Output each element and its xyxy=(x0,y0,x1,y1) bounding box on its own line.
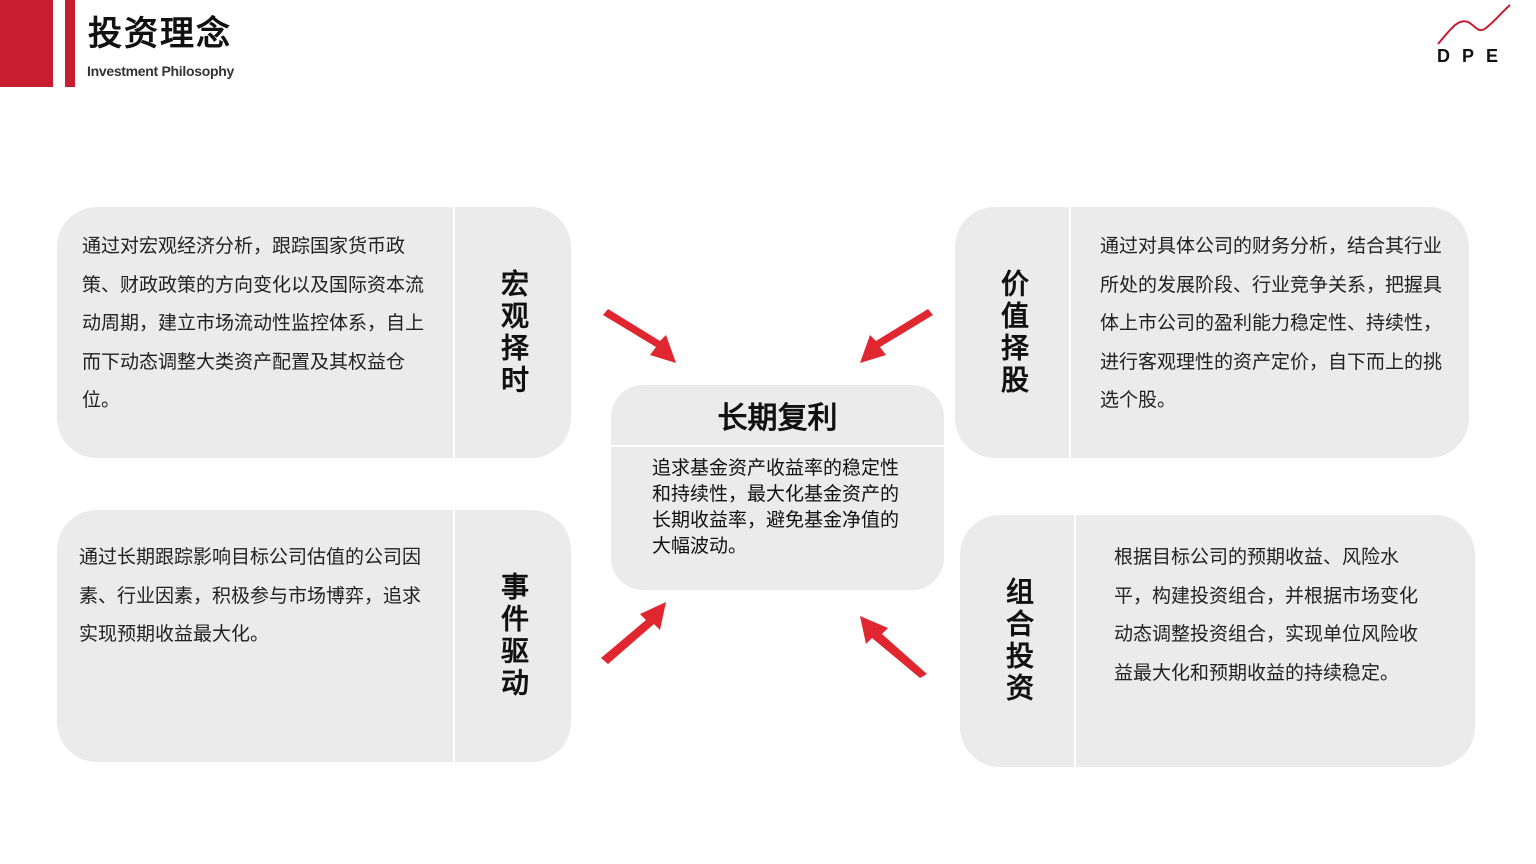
card-label-text: 宏观择时 xyxy=(497,268,530,397)
card-label-text: 事件驱动 xyxy=(497,572,530,700)
card-text: 通过长期跟踪影响目标公司估值的公司因素、行业因素，积极参与市场博弈，追求实现预期… xyxy=(79,546,422,645)
card-label: 组合投资 xyxy=(960,515,1076,767)
card-value-stock-picking: 价值择股 通过对具体公司的财务分析，结合其行业所处的发展阶段、行业竞争关系，把握… xyxy=(955,207,1469,458)
logo-chart-icon xyxy=(1437,4,1511,45)
card-label-text: 价值择股 xyxy=(997,268,1030,397)
logo-text: DPE xyxy=(1437,46,1511,66)
card-event-driven: 通过长期跟踪影响目标公司估值的公司因素、行业因素，积极参与市场博弈，追求实现预期… xyxy=(57,510,571,762)
header-red-bar xyxy=(65,0,75,87)
card-divider xyxy=(1069,207,1071,458)
card-label: 宏观择时 xyxy=(455,207,571,458)
card-label: 价值择股 xyxy=(955,207,1071,458)
card-label: 事件驱动 xyxy=(455,510,571,762)
card-divider xyxy=(453,510,455,762)
header-red-block xyxy=(0,0,53,87)
arrow-up-right-icon xyxy=(601,602,666,664)
card-label-text: 组合投资 xyxy=(1002,577,1035,705)
page-title: 投资理念 xyxy=(88,14,232,54)
card-text: 通过对宏观经济分析，跟踪国家货币政策、财政政策的方向变化以及国际资本流动周期，建… xyxy=(82,235,425,411)
arrow-down-left-icon xyxy=(860,309,933,363)
arrow-up-left-icon xyxy=(860,616,927,678)
center-text: 追求基金资产收益率的稳定性和持续性，最大化基金资产的长期收益率，避免基金净值的大… xyxy=(652,457,900,557)
card-text: 通过对具体公司的财务分析，结合其行业所处的发展阶段、行业竞争关系，把握具体上市公… xyxy=(1100,235,1443,411)
center-divider xyxy=(611,445,944,447)
arrow-down-right-icon xyxy=(603,309,676,363)
card-divider xyxy=(1074,515,1076,767)
card-text: 根据目标公司的预期收益、风险水平，构建投资组合，并根据市场变化动态调整投资组合，… xyxy=(1114,546,1419,684)
page-subtitle: Investment Philosophy xyxy=(87,63,234,79)
card-macro-timing: 通过对宏观经济分析，跟踪国家货币政策、财政政策的方向变化以及国际资本流动周期，建… xyxy=(57,207,571,458)
card-divider xyxy=(453,207,455,458)
center-title: 长期复利 xyxy=(717,401,838,436)
center-card-long-term-compounding: 长期复利 追求基金资产收益率的稳定性和持续性，最大化基金资产的长期收益率，避免基… xyxy=(611,385,944,590)
card-portfolio-investment: 组合投资 根据目标公司的预期收益、风险水平，构建投资组合，并根据市场变化动态调整… xyxy=(960,515,1475,767)
